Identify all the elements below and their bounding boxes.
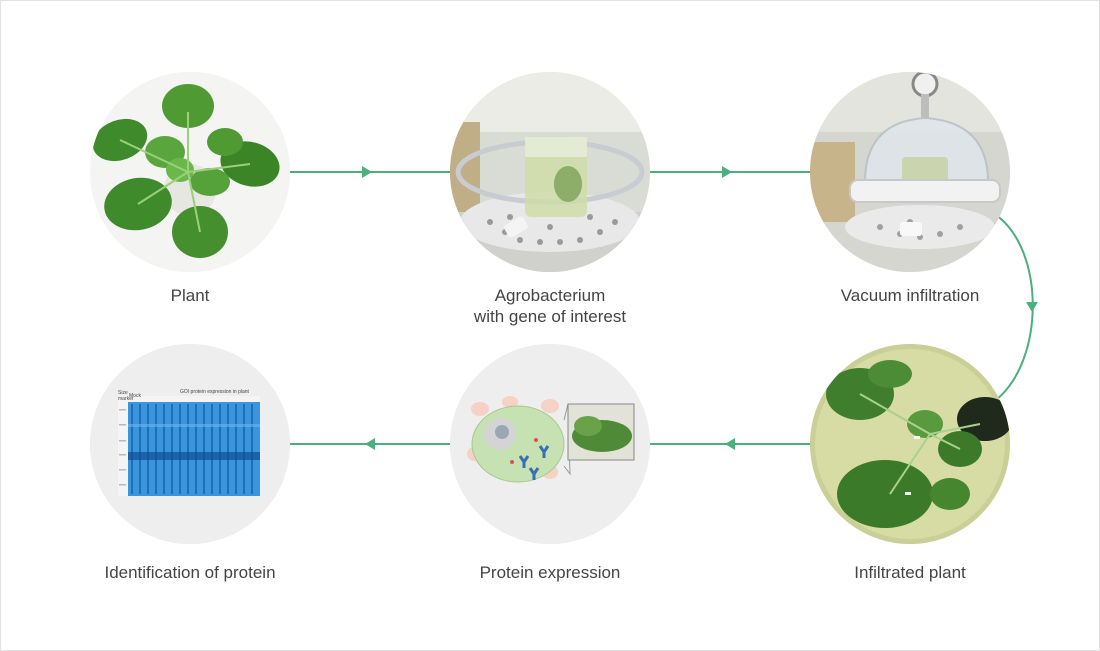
vacuum-image [810, 72, 1010, 272]
plant-image [90, 72, 290, 272]
step-label-agrobacterium-line2: with gene of interest [473, 307, 627, 326]
connector-plant-to-agrobacterium [290, 166, 450, 178]
agrobacterium-image [450, 72, 650, 272]
connector-vacuum-to-infiltrated [995, 214, 1038, 401]
gel-size-marker-label-2: marker [118, 396, 134, 402]
step-label-agrobacterium: Agrobacterium with gene of interest [420, 285, 680, 327]
step-label-plant: Plant [170, 286, 210, 305]
step-label-expression: Protein expression [479, 563, 621, 582]
step-label-vacuum: Vacuum infiltration [840, 286, 980, 305]
arrow-right-icon [362, 166, 372, 178]
gel-size-marker-label: Size [118, 390, 128, 396]
step-label-infiltrated: Infiltrated plant [854, 563, 966, 582]
step-label-identification: Identification of protein [104, 563, 276, 582]
step-label-agrobacterium-line1: Agrobacterium [494, 286, 606, 305]
arrow-left-icon [725, 438, 735, 450]
connector-expression-to-identification [290, 438, 450, 450]
gel-title: GOI protein expression in plant [180, 389, 250, 395]
arrow-down-icon [1026, 302, 1038, 312]
identification-image: Size marker Mock GOI protein expression … [90, 344, 290, 544]
connector-agrobacterium-to-vacuum [650, 166, 810, 178]
infiltrated-image [810, 344, 1010, 544]
connector-infiltrated-to-expression [650, 438, 810, 450]
gel-mock-label: Mock [129, 393, 141, 399]
expression-image [450, 344, 650, 544]
arrow-left-icon [365, 438, 375, 450]
arrow-right-icon [722, 166, 732, 178]
